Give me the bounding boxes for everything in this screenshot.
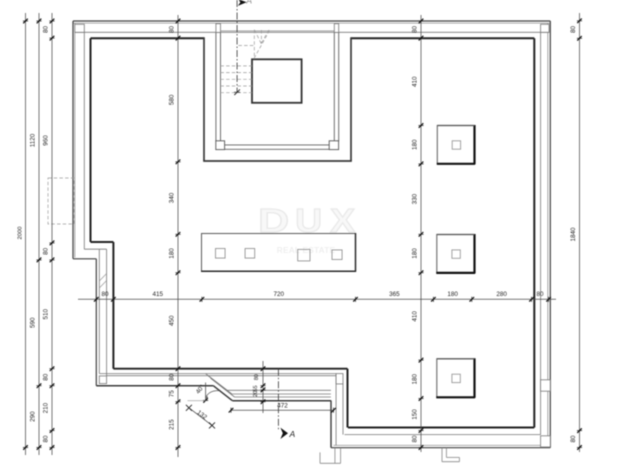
svg-text:960: 960	[43, 135, 50, 146]
svg-text:80: 80	[570, 435, 577, 443]
svg-text:80: 80	[169, 26, 176, 34]
svg-text:75: 75	[169, 390, 176, 398]
svg-text:80: 80	[43, 26, 50, 34]
svg-text:180: 180	[412, 374, 419, 385]
svg-text:A: A	[289, 429, 296, 439]
svg-text:80: 80	[43, 373, 50, 381]
svg-text:290: 290	[30, 411, 37, 422]
svg-text:REAL ESTATE: REAL ESTATE	[277, 245, 336, 255]
svg-text:415: 415	[152, 291, 163, 298]
svg-text:280: 280	[496, 291, 507, 298]
svg-text:80: 80	[570, 26, 577, 34]
svg-text:A: A	[245, 0, 252, 5]
svg-text:80: 80	[101, 291, 109, 298]
svg-text:180: 180	[169, 248, 176, 259]
svg-text:330: 330	[412, 193, 419, 204]
svg-text:410: 410	[412, 311, 419, 322]
svg-text:80: 80	[412, 26, 419, 34]
svg-text:472: 472	[277, 403, 288, 410]
svg-text:150: 150	[412, 409, 419, 420]
svg-text:510: 510	[43, 309, 50, 320]
svg-text:55: 55	[253, 385, 259, 391]
svg-text:340: 340	[169, 192, 176, 203]
svg-text:590: 590	[30, 317, 37, 328]
svg-text:20: 20	[253, 391, 259, 397]
svg-text:450: 450	[169, 315, 176, 326]
svg-text:180: 180	[447, 291, 458, 298]
svg-text:365: 365	[389, 291, 400, 298]
svg-text:1840: 1840	[570, 227, 577, 242]
svg-text:580: 580	[169, 94, 176, 105]
svg-text:80: 80	[43, 435, 50, 443]
svg-text:1120: 1120	[30, 133, 37, 147]
svg-text:2000: 2000	[18, 226, 24, 240]
svg-text:210: 210	[43, 402, 50, 413]
svg-text:215: 215	[169, 419, 176, 430]
svg-text:80: 80	[412, 435, 419, 443]
svg-text:80: 80	[536, 291, 544, 298]
svg-text:80: 80	[43, 247, 50, 255]
svg-text:180: 180	[412, 248, 419, 259]
svg-text:720: 720	[273, 291, 284, 298]
svg-text:D: D	[258, 202, 289, 239]
svg-text:180: 180	[412, 139, 419, 150]
svg-text:80: 80	[254, 374, 260, 380]
svg-text:410: 410	[412, 76, 419, 87]
svg-text:80: 80	[169, 373, 176, 381]
